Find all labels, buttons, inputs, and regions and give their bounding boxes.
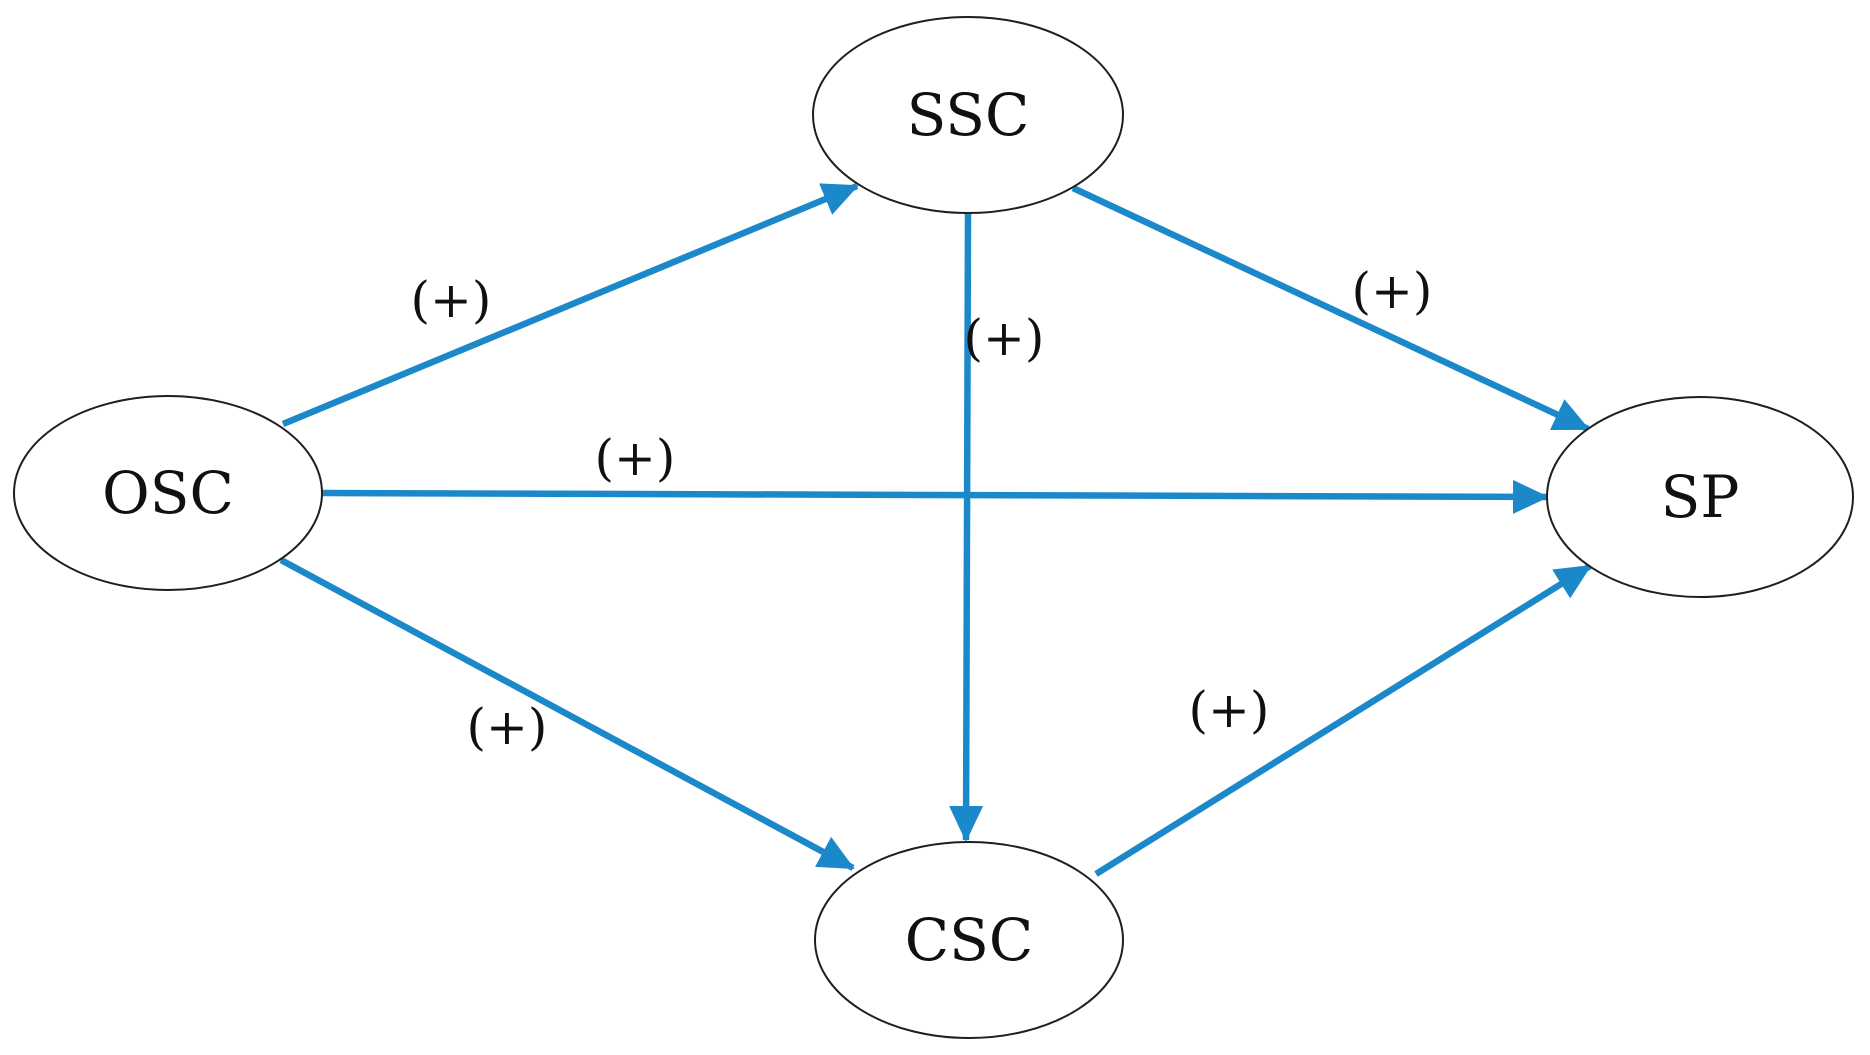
node-sp-ellipse (1546, 396, 1854, 598)
sign-label-osc-to-sp: (+) (595, 429, 676, 487)
sign-label-ssc-to-csc: (+) (964, 309, 1045, 367)
sign-label-osc-to-csc: (+) (467, 698, 548, 756)
arrow-csc-to-sp (1094, 563, 1592, 877)
arrow-ssc-to-sp (1071, 185, 1590, 432)
sign-label-csc-to-sp: (+) (1189, 681, 1270, 739)
arrow-osc-to-csc (279, 557, 855, 871)
node-sp: SP (1546, 396, 1854, 598)
node-ssc-ellipse (812, 16, 1124, 214)
node-osc: OSC (13, 395, 323, 591)
node-osc-ellipse (13, 395, 323, 591)
node-csc: CSC (814, 841, 1124, 1039)
sign-label-osc-to-ssc: (+) (411, 271, 492, 329)
node-sp-label: SP (1661, 463, 1740, 531)
node-ssc-label: SSC (907, 81, 1030, 149)
node-ssc: SSC (812, 16, 1124, 214)
node-osc-label: OSC (102, 459, 234, 527)
arrow-osc-to-ssc (281, 182, 859, 428)
node-csc-label: CSC (905, 906, 1034, 974)
node-csc-ellipse (814, 841, 1124, 1039)
arrow-ssc-to-csc (949, 212, 984, 842)
sign-label-ssc-to-sp: (+) (1352, 262, 1433, 320)
arrow-osc-to-sp (322, 479, 1549, 514)
